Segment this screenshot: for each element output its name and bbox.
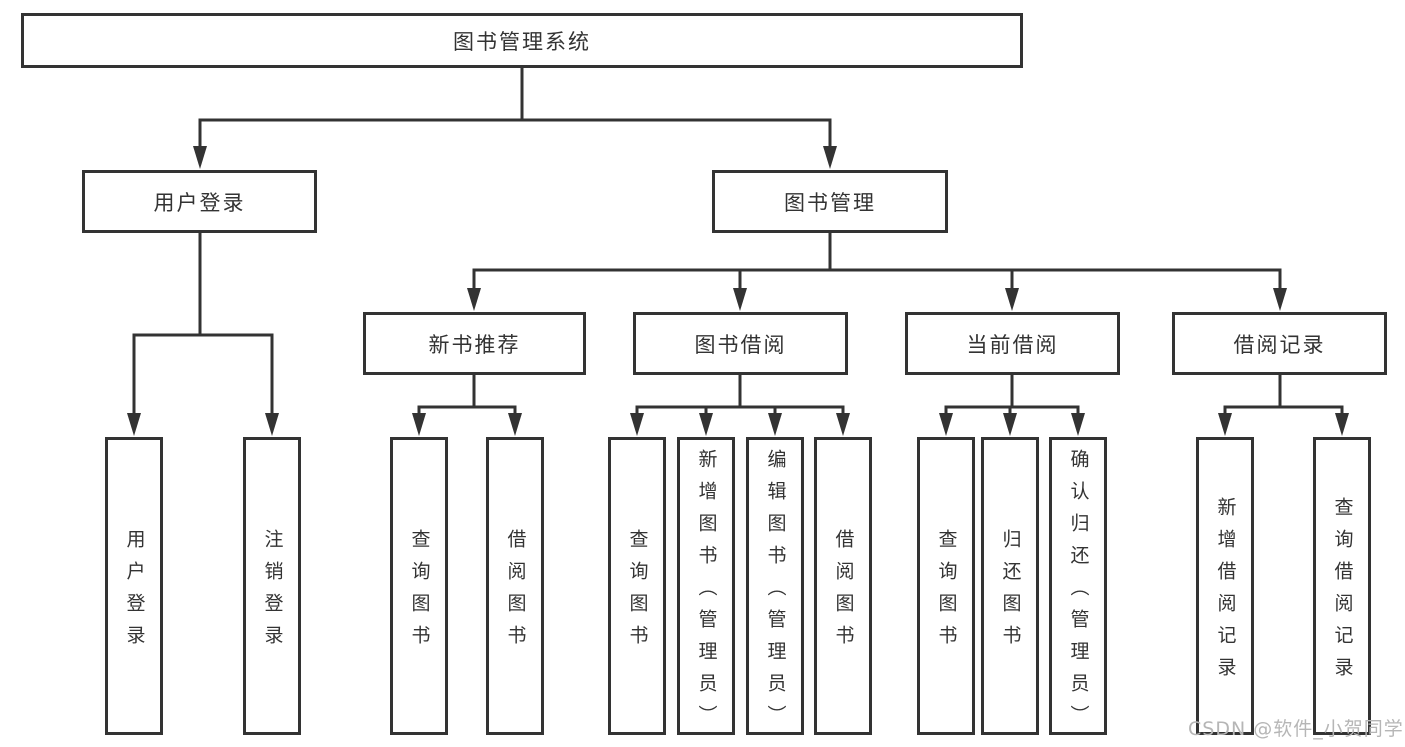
leaf-cb-return-book-label: 归还图书	[999, 528, 1022, 657]
node-user-login-branch-label: 用户登录	[153, 190, 246, 215]
leaf-bb-add-book-label: 新增图书（管理员）	[695, 448, 718, 737]
leaf-user-login: 用户登录	[105, 437, 163, 735]
node-book-borrow-label: 图书借阅	[694, 332, 787, 357]
leaf-bb-edit-book-label: 编辑图书（管理员）	[764, 448, 787, 737]
node-new-book-recommend-label: 新书推荐	[428, 332, 521, 357]
leaf-br-query-record-label: 查询借阅记录	[1331, 496, 1354, 689]
node-book-borrow: 图书借阅	[633, 312, 848, 375]
leaf-nbr-borrow-book: 借阅图书	[486, 437, 544, 735]
node-current-borrow: 当前借阅	[905, 312, 1120, 375]
leaf-cb-query-book: 查询图书	[917, 437, 975, 735]
connector-new-book-recommend	[412, 373, 522, 436]
watermark-text: CSDN @软件_小贺同学	[1188, 718, 1404, 740]
node-new-book-recommend: 新书推荐	[363, 312, 586, 375]
connector-book-borrow	[630, 373, 850, 436]
node-book-management: 图书管理	[712, 170, 948, 233]
leaf-bb-query-book-label: 查询图书	[626, 528, 649, 657]
node-book-management-label: 图书管理	[784, 190, 876, 215]
leaf-logout-label: 注销登录	[261, 528, 284, 657]
leaf-nbr-query-book: 查询图书	[390, 437, 448, 735]
node-borrow-records-label: 借阅记录	[1233, 332, 1326, 357]
leaf-cb-return-book: 归还图书	[981, 437, 1039, 735]
leaf-user-login-label: 用户登录	[123, 528, 146, 657]
leaf-nbr-borrow-book-label: 借阅图书	[504, 528, 527, 657]
node-user-login-branch: 用户登录	[82, 170, 317, 233]
leaf-bb-borrow-book: 借阅图书	[814, 437, 872, 735]
leaf-bb-add-book: 新增图书（管理员）	[677, 437, 735, 737]
leaf-cb-confirm-return: 确认归还（管理员）	[1049, 437, 1107, 737]
connector-borrow-records	[1218, 373, 1349, 436]
leaf-br-query-record: 查询借阅记录	[1313, 437, 1371, 735]
connector-root-to-level2	[193, 66, 837, 169]
connector-user-login-branch	[127, 231, 279, 436]
leaf-bb-query-book: 查询图书	[608, 437, 666, 735]
node-root: 图书管理系统	[21, 13, 1023, 68]
leaf-cb-query-book-label: 查询图书	[935, 528, 958, 657]
leaf-br-add-record: 新增借阅记录	[1196, 437, 1254, 735]
node-root-label: 图书管理系统	[453, 29, 591, 54]
leaf-br-add-record-label: 新增借阅记录	[1214, 496, 1237, 689]
leaf-bb-borrow-book-label: 借阅图书	[832, 528, 855, 657]
leaf-bb-edit-book: 编辑图书（管理员）	[746, 437, 804, 737]
connector-current-borrow	[939, 373, 1085, 436]
leaf-nbr-query-book-label: 查询图书	[408, 528, 431, 657]
node-current-borrow-label: 当前借阅	[966, 332, 1059, 357]
node-borrow-records: 借阅记录	[1172, 312, 1387, 375]
connector-book-management	[467, 231, 1287, 311]
leaf-cb-confirm-return-label: 确认归还（管理员）	[1067, 448, 1090, 737]
leaf-logout: 注销登录	[243, 437, 301, 735]
